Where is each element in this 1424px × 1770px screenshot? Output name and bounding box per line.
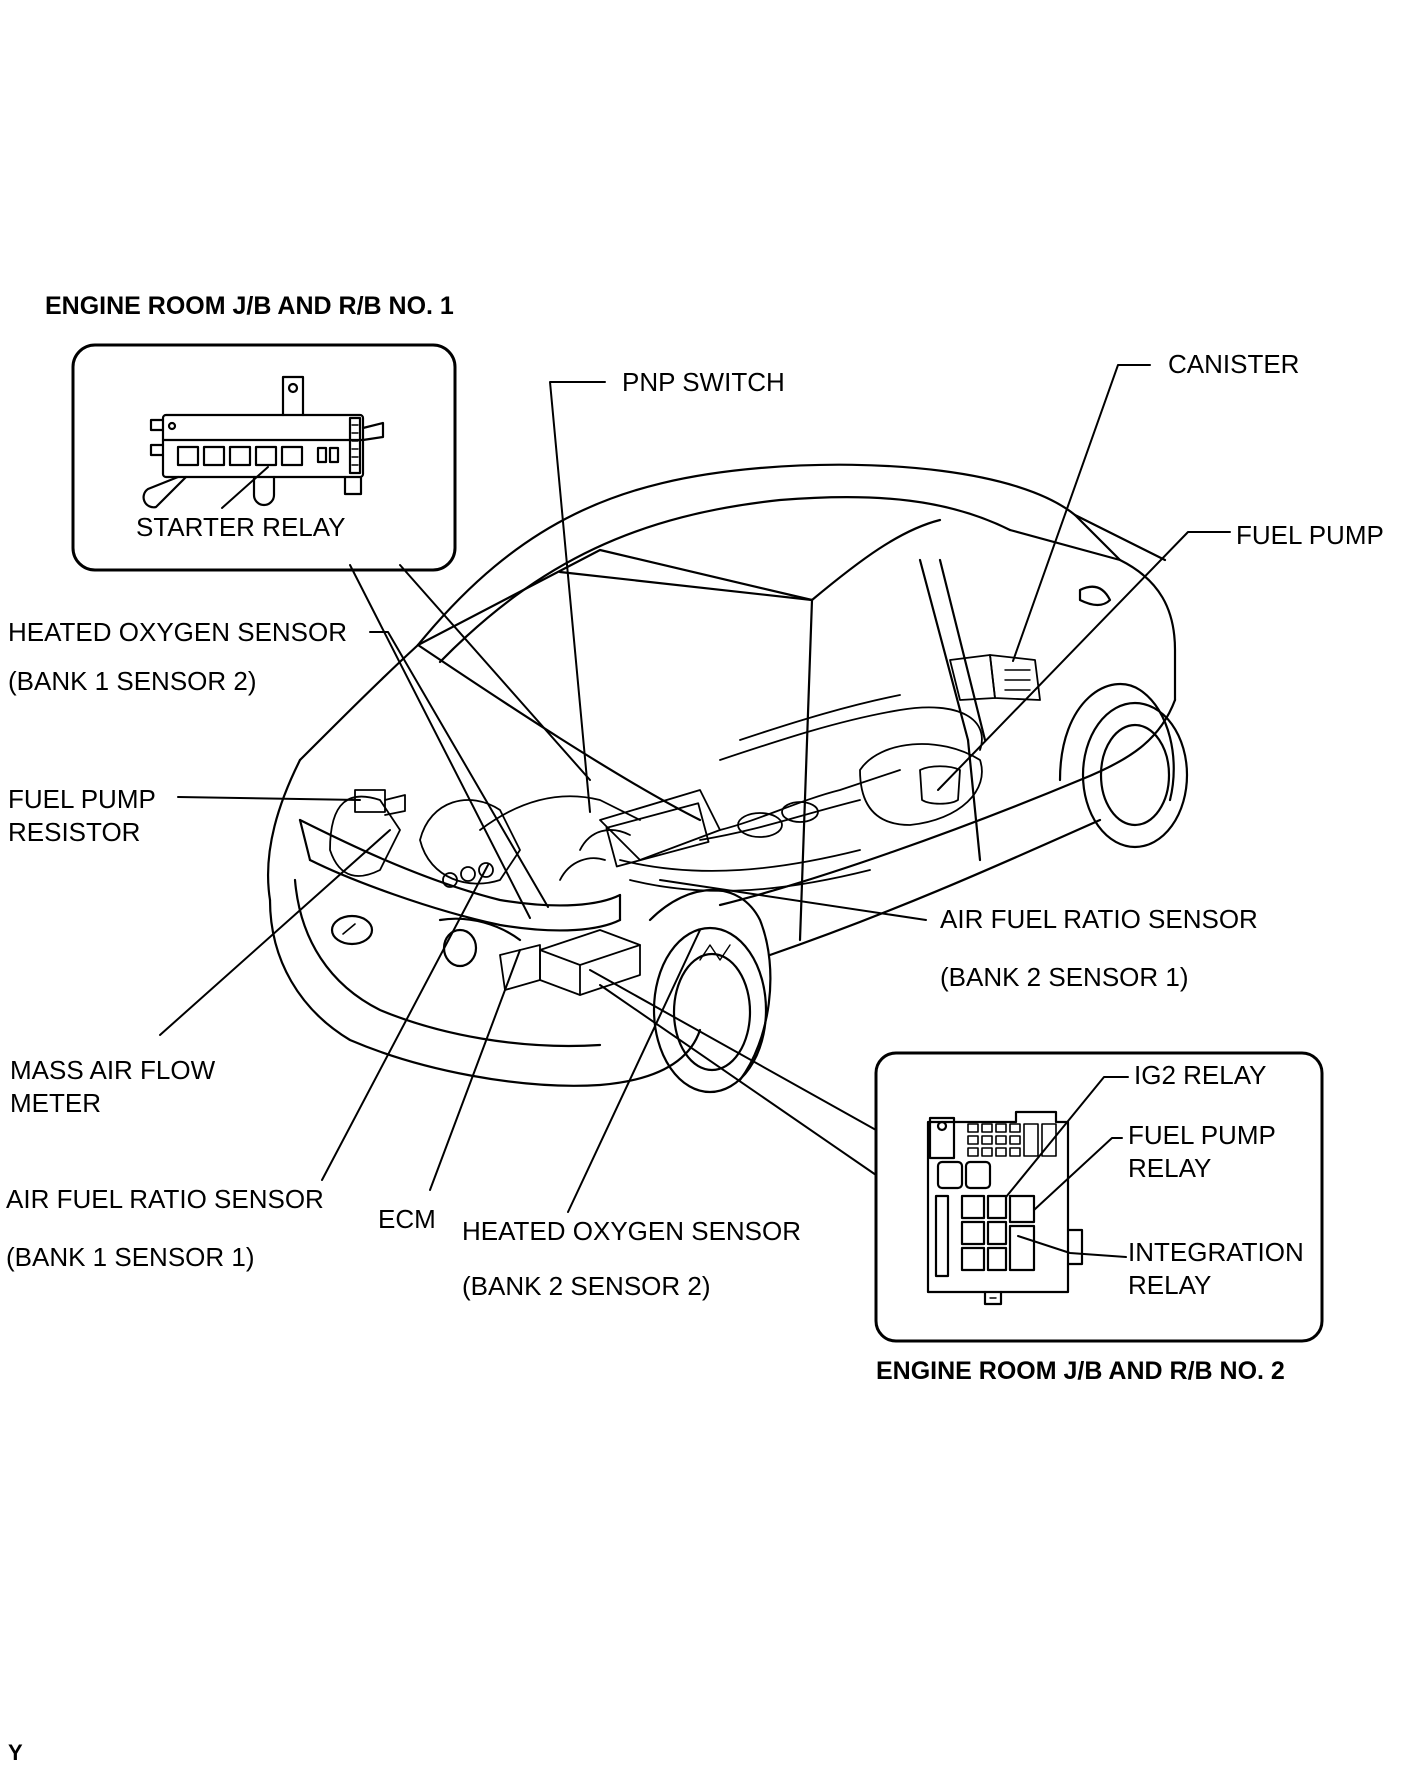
- jb2-inset: [874, 1051, 1324, 1343]
- hos-b2s2-label-line2: (BANK 2 SENSOR 2): [462, 1271, 711, 1301]
- hos-b1s2-label-line1: HEATED OXYGEN SENSOR: [8, 617, 348, 647]
- hos-b1s2-label-line2: (BANK 1 SENSOR 2): [8, 666, 257, 696]
- ig2-relay-label: IG2 RELAY: [1134, 1060, 1267, 1090]
- starter-relay-label: STARTER RELAY: [136, 512, 346, 542]
- afr-b1s1-label-line2: (BANK 1 SENSOR 1): [6, 1242, 255, 1272]
- afr-b1s1-label-line1: AIR FUEL RATIO SENSOR: [6, 1184, 324, 1214]
- fuel-pump-resistor-label-line1: FUEL PUMP: [8, 784, 156, 814]
- ecm-label: ECM: [378, 1204, 436, 1234]
- pnp-switch-label: PNP SWITCH: [622, 367, 785, 397]
- car-body-drawing: [266, 463, 1189, 1094]
- integration-relay-label-line1: INTEGRATION: [1128, 1237, 1304, 1267]
- jb2-title: ENGINE ROOM J/B AND R/B NO. 2: [876, 1357, 1285, 1385]
- jb1-inset: [71, 343, 457, 572]
- fuel-pump-resistor-label-line2: RESISTOR: [8, 817, 141, 847]
- maf-meter-label-line2: METER: [10, 1088, 101, 1118]
- canister-label: CANISTER: [1168, 349, 1300, 379]
- fuel-pump-relay-label-line1: FUEL PUMP: [1128, 1120, 1276, 1150]
- fuel-pump-label: FUEL PUMP: [1236, 520, 1384, 550]
- leader-lines: [159, 364, 1231, 1213]
- afr-b2s1-label-line2: (BANK 2 SENSOR 1): [940, 962, 1189, 992]
- jb1-title: ENGINE ROOM J/B AND R/B NO. 1: [45, 292, 454, 320]
- maf-meter-label-line1: MASS AIR FLOW: [10, 1055, 216, 1085]
- integration-relay-label-line2: RELAY: [1128, 1270, 1212, 1300]
- corner-mark: Y: [8, 1740, 23, 1765]
- hos-b2s2-label-line1: HEATED OXYGEN SENSOR: [462, 1216, 802, 1246]
- afr-b2s1-label-line1: AIR FUEL RATIO SENSOR: [940, 904, 1258, 934]
- engine-bay-drawing: [329, 654, 1041, 996]
- fuel-pump-relay-label-line2: RELAY: [1128, 1153, 1212, 1183]
